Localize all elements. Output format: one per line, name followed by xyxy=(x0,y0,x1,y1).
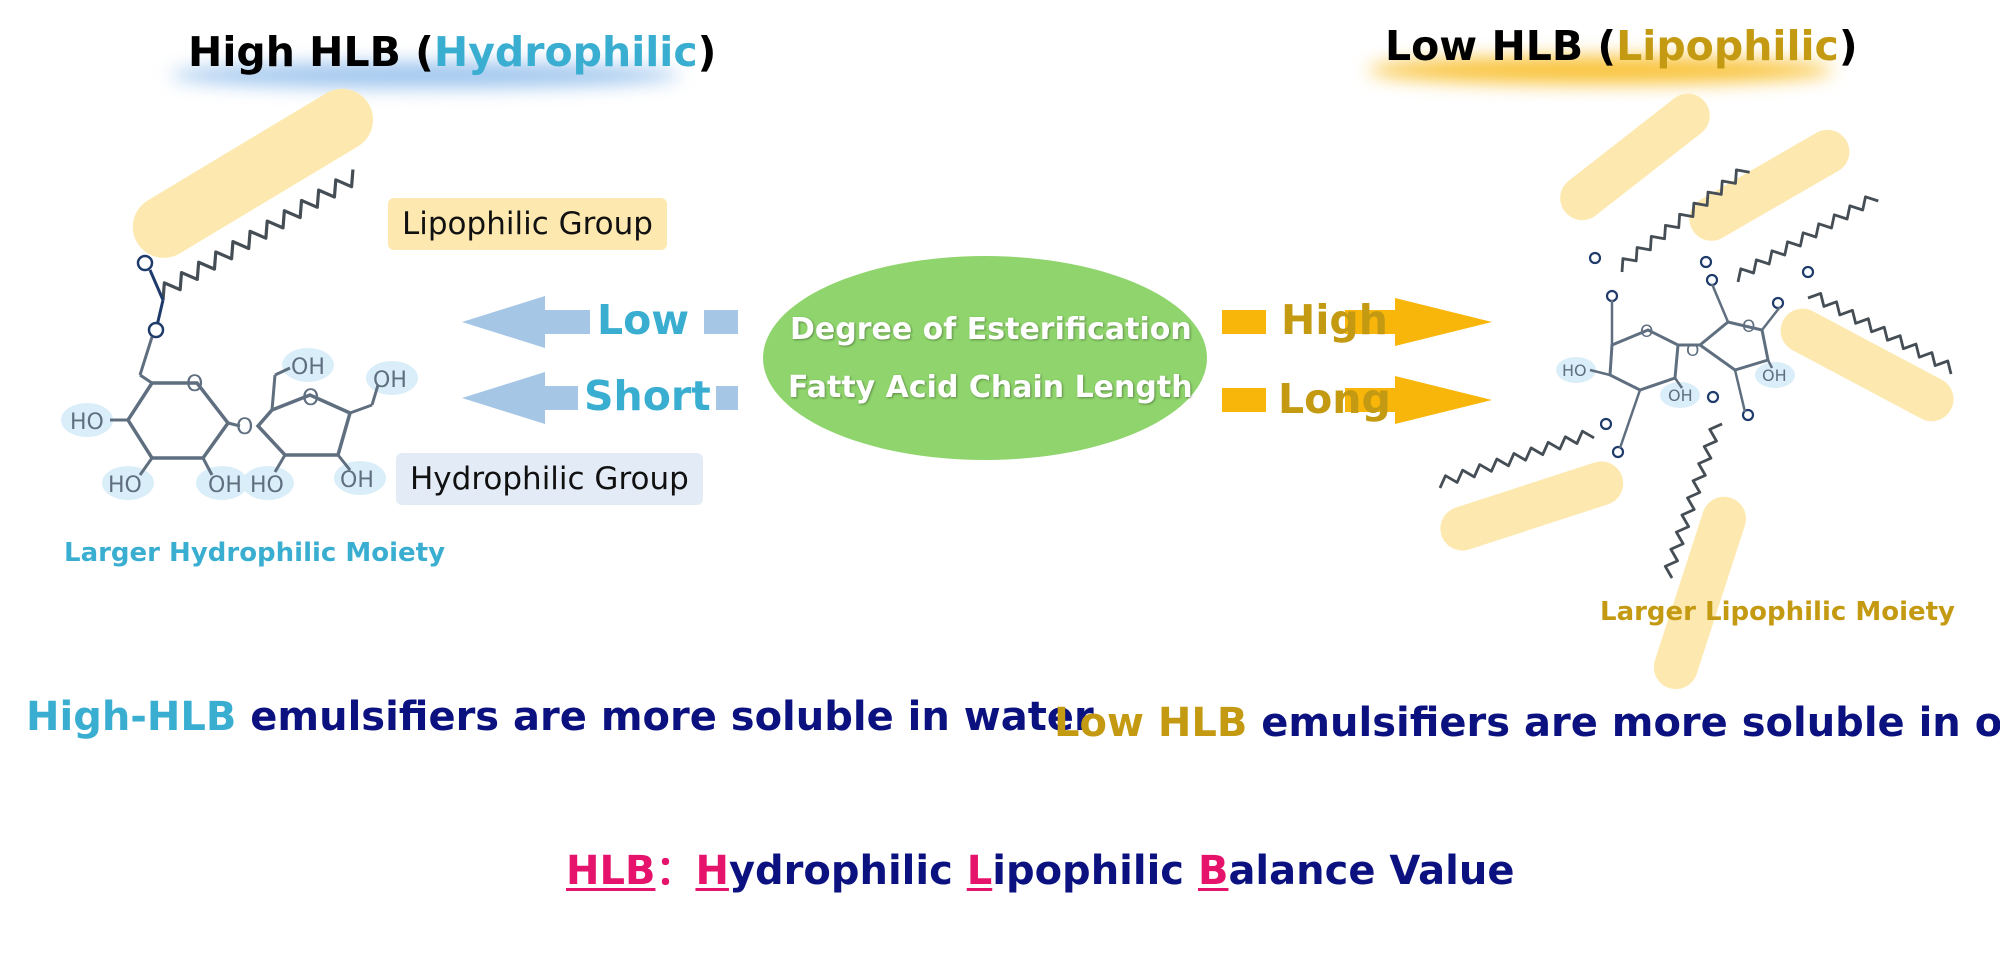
low-arrow xyxy=(462,296,590,348)
left-molecule: O O HO HO OH O OH OH HO OH xyxy=(61,88,418,500)
chain-length-text: Fatty Acid Chain Length xyxy=(788,370,1193,405)
right-molecule: O O O HO OH OH xyxy=(1435,93,1958,690)
svg-text:OH: OH xyxy=(1668,386,1693,405)
right-statement: Low HLB emulsifiers are more soluble in … xyxy=(1054,700,2000,746)
svg-text:HO: HO xyxy=(108,473,142,498)
left-statement: High-HLB emulsifiers are more soluble in… xyxy=(26,694,1094,740)
right-title-highlight: Lipophilic xyxy=(1616,22,1839,70)
esterification-text: Degree of Esterification xyxy=(790,312,1192,347)
short-label: Short xyxy=(584,372,711,420)
right-title: Low HLB (Lipophilic) xyxy=(1385,22,1858,70)
left-title: High HLB (Hydrophilic) xyxy=(188,28,717,76)
left-fatty-chain xyxy=(161,169,355,301)
svg-text:O: O xyxy=(236,415,253,440)
left-moiety-caption: Larger Hydrophilic Moiety xyxy=(64,538,446,568)
left-statement-highlight: High-HLB xyxy=(26,694,237,740)
center-oval xyxy=(763,256,1207,460)
short-arrow xyxy=(462,372,578,424)
svg-text:O: O xyxy=(302,386,319,411)
left-title-highlight: Hydrophilic xyxy=(433,28,698,76)
lipophilic-group-label: Lipophilic Group xyxy=(388,198,667,250)
svg-text:O: O xyxy=(1686,341,1699,361)
left-title-glow xyxy=(170,62,680,88)
svg-text:HO: HO xyxy=(1562,361,1587,380)
low-label: Low xyxy=(597,296,690,344)
svg-text:OH: OH xyxy=(1762,366,1787,385)
svg-text:HO: HO xyxy=(70,410,104,435)
high-arrow xyxy=(1345,298,1492,346)
short-stub xyxy=(716,386,738,410)
hydrophilic-group-label: Hydrophilic Group xyxy=(396,453,703,505)
low-stub xyxy=(704,310,738,334)
long-stub xyxy=(1222,388,1266,412)
right-arrows xyxy=(1222,298,1492,424)
left-chain-highlight xyxy=(132,88,374,258)
left-arrows xyxy=(462,296,738,424)
svg-text:O: O xyxy=(1640,322,1653,342)
svg-text:OH: OH xyxy=(291,355,325,380)
right-title-glow xyxy=(1368,56,1833,84)
high-label: High xyxy=(1281,296,1388,344)
svg-text:O: O xyxy=(1742,317,1755,337)
high-stub xyxy=(1222,310,1266,334)
hlb-definition: HLB：Hydrophilic Lipophilic Balance Value xyxy=(566,848,1515,894)
svg-text:O: O xyxy=(186,372,203,397)
right-moiety-caption: Larger Lipophilic Moiety xyxy=(1600,597,1955,627)
svg-text:OH: OH xyxy=(373,368,407,393)
svg-text:HO: HO xyxy=(250,473,284,498)
svg-text:OH: OH xyxy=(208,473,242,498)
right-statement-highlight: Low HLB xyxy=(1054,700,1248,746)
long-arrow xyxy=(1345,376,1492,424)
long-label: Long xyxy=(1278,375,1391,423)
svg-text:OH: OH xyxy=(340,468,374,493)
